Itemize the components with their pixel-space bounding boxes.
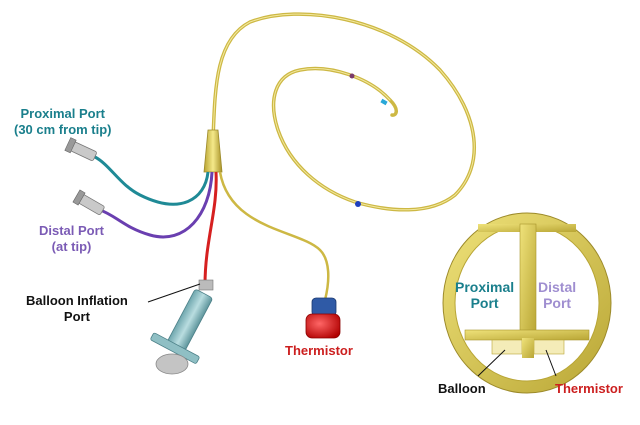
cross-section-balloon-label: Balloon bbox=[438, 381, 486, 396]
distal-port-label: Distal Port (at tip) bbox=[39, 223, 104, 255]
catheter-marker-blue bbox=[355, 201, 361, 207]
balloon-inflation-tube bbox=[203, 171, 218, 286]
proximal-port-label-line1: Proximal Port bbox=[20, 106, 106, 121]
cross-section-distal-line1: Distal bbox=[538, 279, 577, 295]
distal-port-tube bbox=[99, 171, 214, 239]
catheter-hub bbox=[203, 129, 223, 173]
proximal-port-connector bbox=[64, 137, 97, 161]
balloon-inflation-port-label-line1: Balloon Inflation bbox=[26, 293, 128, 308]
thermistor-connector bbox=[305, 297, 341, 339]
balloon-inflation-leader bbox=[147, 283, 201, 303]
cross-section-proximal-line2: Port bbox=[470, 295, 499, 311]
cross-section-balloon-leader bbox=[477, 349, 506, 377]
catheter-marker-proximal bbox=[349, 73, 355, 79]
thermistor-label: Thermistor bbox=[285, 343, 353, 358]
proximal-port-label-line2: (30 cm from tip) bbox=[14, 122, 112, 137]
cross-section-distal-line2: Port bbox=[543, 295, 572, 311]
balloon-inflation-port-label: Balloon Inflation Port bbox=[26, 293, 128, 325]
cross-section-thermistor-leader bbox=[545, 349, 557, 377]
catheter-body bbox=[211, 12, 476, 212]
distal-port-label-line2: (at tip) bbox=[51, 239, 92, 254]
cross-section-distal-label: Distal Port bbox=[538, 279, 576, 311]
proximal-port-tube bbox=[94, 155, 210, 206]
cross-section-proximal-line1: Proximal bbox=[455, 279, 515, 295]
proximal-port-label: Proximal Port (30 cm from tip) bbox=[14, 106, 112, 138]
cross-section-thermistor-label: Thermistor bbox=[555, 381, 623, 396]
distal-port-label-line1: Distal Port bbox=[39, 223, 105, 238]
balloon-inflation-port-label-line2: Port bbox=[63, 309, 90, 324]
cross-section-proximal-label: Proximal Port bbox=[455, 279, 514, 311]
distal-port-connector bbox=[72, 189, 105, 215]
thermistor-cable bbox=[218, 171, 330, 301]
cross-section bbox=[442, 212, 612, 394]
balloon-syringe bbox=[150, 279, 214, 375]
catheter-tip-marker bbox=[380, 98, 388, 106]
